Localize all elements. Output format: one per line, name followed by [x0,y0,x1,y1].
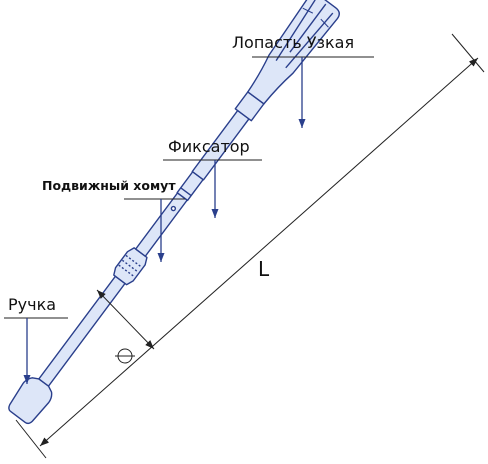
diameter-dimension [96,289,155,364]
lower-shaft [38,275,126,387]
clamp-callout: Подвижный хомут [42,178,185,262]
narrow-blade [247,0,340,105]
latch-label: Фиксатор [168,137,250,156]
handle-label: Ручка [8,295,56,314]
blade-callout: Лопасть Узкая [232,33,374,128]
blade-label: Лопасть Узкая [232,33,354,52]
latch-callout: Фиксатор [163,137,262,218]
handle-callout: Ручка [4,295,68,384]
length-label: L [258,257,270,281]
clamp-label: Подвижный хомут [42,178,176,193]
length-dimension [15,33,485,459]
